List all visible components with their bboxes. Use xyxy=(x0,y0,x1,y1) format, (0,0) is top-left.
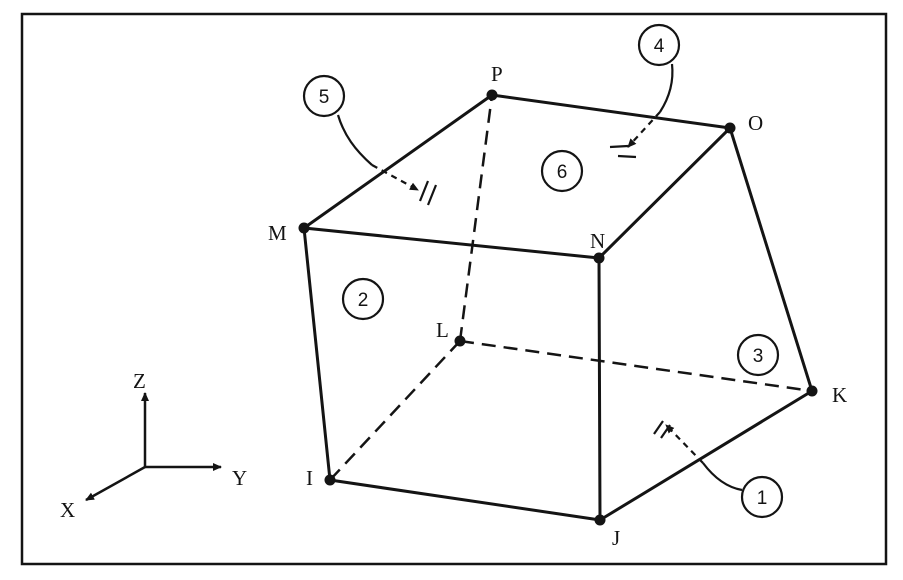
node-n xyxy=(593,252,605,264)
edge-l-i xyxy=(329,340,461,481)
node-k xyxy=(806,385,818,397)
node-i xyxy=(324,474,336,486)
edge-n-o xyxy=(597,126,732,260)
x-axis-label: X xyxy=(60,498,75,522)
face-number-1: 1 xyxy=(757,488,768,509)
vertex-labels: I J K L M N O P xyxy=(268,62,847,550)
leader-arrow-1 xyxy=(665,424,704,464)
face-callout-2: 2 xyxy=(341,277,385,321)
visible-edges xyxy=(302,93,814,522)
vertex-label-i: I xyxy=(306,466,313,490)
face-number-4: 4 xyxy=(654,36,665,57)
vertex-label-j: J xyxy=(612,526,620,550)
face-callout-1: 1 xyxy=(653,420,784,519)
vertex-label-o: O xyxy=(748,111,763,135)
face-number-2: 2 xyxy=(358,290,369,311)
vertex-label-k: K xyxy=(832,383,847,407)
vertex-label-m: M xyxy=(268,221,287,245)
face-number-6: 6 xyxy=(557,162,568,183)
edge-p-m xyxy=(302,93,494,230)
z-axis-label: Z xyxy=(133,369,146,393)
face-callout-3: 3 xyxy=(736,333,780,377)
leader-arrow-5 xyxy=(371,164,419,191)
leader-arrow-4 xyxy=(627,111,661,148)
edge-j-n xyxy=(597,256,602,522)
node-m xyxy=(298,222,310,234)
face-number-circle-2 xyxy=(341,277,385,321)
node-l xyxy=(454,335,466,347)
face-number-circle-1 xyxy=(740,475,784,519)
face-normal-tick-4 xyxy=(609,144,637,159)
edge-i-j xyxy=(328,478,602,522)
edge-o-p xyxy=(490,93,732,130)
face-number-circle-4 xyxy=(637,23,681,67)
face-normal-tick-5 xyxy=(418,180,438,206)
leader-line-4 xyxy=(659,63,674,113)
face-number-5: 5 xyxy=(319,87,330,108)
vertex-nodes xyxy=(298,89,818,526)
face-number-circle-5 xyxy=(302,74,346,118)
node-o xyxy=(724,122,736,134)
leader-line-5 xyxy=(336,114,373,166)
vertex-label-p: P xyxy=(491,62,503,86)
face-normal-tick-1 xyxy=(653,420,671,439)
x-axis-arrow xyxy=(85,465,146,502)
coordinate-axes: Z Y X xyxy=(60,369,247,522)
face-callout-4: 4 xyxy=(609,23,681,159)
hidden-edges xyxy=(329,94,813,481)
face-callout-5: 5 xyxy=(302,74,438,206)
node-p xyxy=(486,89,498,101)
diagram-frame xyxy=(20,12,888,566)
vertex-label-l: L xyxy=(436,318,449,342)
leader-line-1 xyxy=(702,462,743,492)
face-number-circle-6 xyxy=(540,149,584,193)
edge-j-k xyxy=(598,389,814,522)
face-callout-6: 6 xyxy=(540,149,584,193)
edge-k-o xyxy=(728,126,814,393)
edge-l-k xyxy=(459,339,813,393)
edge-m-n xyxy=(302,226,601,260)
node-j xyxy=(594,514,606,526)
face-number-circle-3 xyxy=(736,333,780,377)
face-number-3: 3 xyxy=(753,346,764,367)
y-axis-label: Y xyxy=(232,466,247,490)
edge-l-p xyxy=(458,94,494,342)
vertex-label-n: N xyxy=(590,229,605,253)
edge-i-m xyxy=(302,226,332,482)
